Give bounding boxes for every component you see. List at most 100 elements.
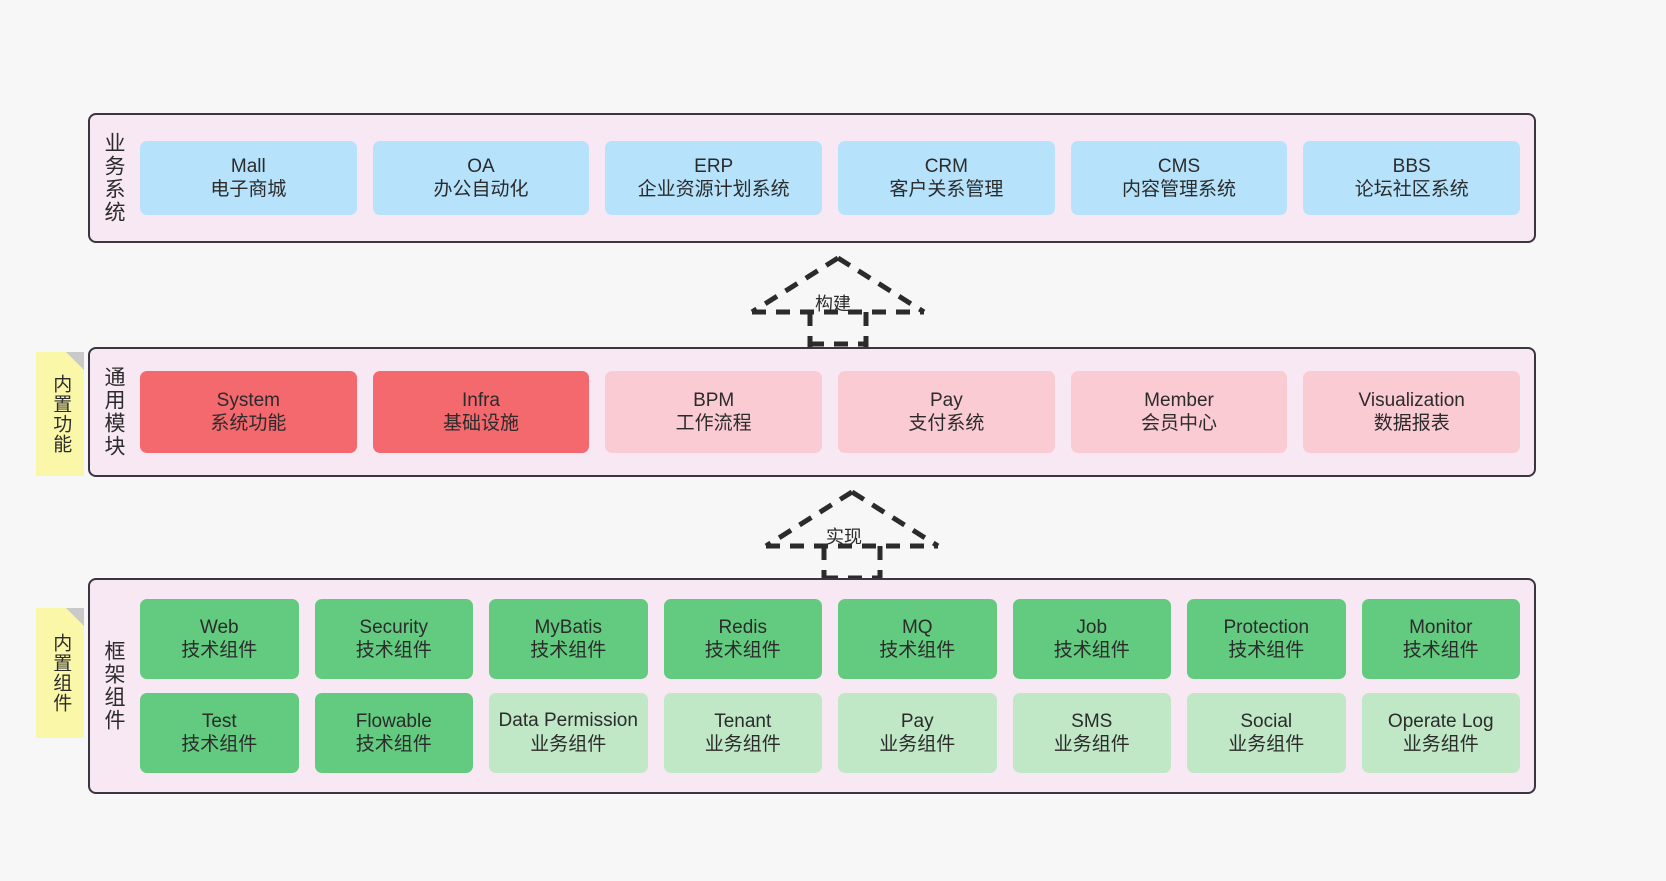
card-title: MQ: [901, 616, 933, 638]
card-title: BPM: [693, 389, 735, 411]
card-data-permission[interactable]: Data Permission 业务组件: [489, 693, 648, 773]
card-bpm[interactable]: BPM 工作流程: [605, 371, 823, 453]
card-subtitle: 业务组件: [1228, 734, 1305, 755]
card-monitor[interactable]: Monitor 技术组件: [1361, 599, 1520, 679]
card-subtitle: 业务组件: [1053, 734, 1130, 755]
card-title: Pay: [900, 710, 934, 732]
layer-title-framework-components: 框架组件: [102, 640, 126, 732]
card-subtitle: 业务组件: [530, 733, 607, 755]
card-title: Data Permission: [498, 710, 638, 732]
card-title: CRM: [924, 155, 968, 177]
card-subtitle: 工作流程: [675, 413, 752, 434]
card-social[interactable]: Social 业务组件: [1187, 693, 1346, 773]
card-protection[interactable]: Protection 技术组件: [1187, 599, 1346, 679]
card-tenant[interactable]: Tenant 业务组件: [663, 693, 822, 773]
card-subtitle: 技术组件: [1402, 640, 1479, 661]
card-subtitle: 支付系统: [908, 413, 985, 434]
card-title: Protection: [1223, 616, 1310, 638]
card-subtitle: 电子商城: [210, 179, 287, 200]
card-subtitle: 客户关系管理: [889, 179, 1004, 200]
card-title: Operate Log: [1387, 710, 1494, 732]
card-title: Test: [201, 710, 237, 732]
layer-body-business-systems: Mall 电子商城 OA 办公自动化 ERP 企业资源计划系统 CRM 客户关系…: [136, 115, 1534, 241]
layer-framework-components: 框架组件 Web 技术组件 Security 技术组件 MyBatis 技术组件…: [88, 578, 1536, 794]
card-subtitle: 论坛社区系统: [1354, 179, 1469, 200]
layer-business-systems: 业务系统 Mall 电子商城 OA 办公自动化 ERP 企业资源计划系统 CRM…: [88, 113, 1536, 243]
card-title: System: [216, 389, 281, 411]
card-operate-log[interactable]: Operate Log 业务组件: [1361, 693, 1520, 773]
card-subtitle: 技术组件: [181, 734, 258, 755]
card-oa[interactable]: OA 办公自动化: [372, 141, 590, 215]
card-sms[interactable]: SMS 业务组件: [1012, 693, 1171, 773]
card-test[interactable]: Test 技术组件: [140, 693, 299, 773]
card-row: Mall 电子商城 OA 办公自动化 ERP 企业资源计划系统 CRM 客户关系…: [140, 141, 1521, 215]
card-crm[interactable]: CRM 客户关系管理: [838, 141, 1055, 215]
card-security[interactable]: Security 技术组件: [314, 599, 473, 679]
card-job[interactable]: Job 技术组件: [1012, 599, 1171, 679]
card-row: System 系统功能 Infra 基础设施 BPM 工作流程 Pay 支付系统…: [140, 371, 1521, 453]
card-row-business: Test 技术组件 Flowable 技术组件 Data Permission …: [140, 693, 1520, 773]
card-mall[interactable]: Mall 电子商城: [140, 141, 357, 215]
card-title: CMS: [1157, 155, 1201, 177]
card-mq[interactable]: MQ 技术组件: [838, 599, 997, 679]
card-subtitle: 企业资源计划系统: [637, 179, 790, 200]
layer-common-modules: 通用模块 System 系统功能 Infra 基础设施 BPM 工作流程 Pay…: [88, 347, 1536, 477]
card-subtitle: 业务组件: [1402, 734, 1479, 755]
card-title: Infra: [461, 389, 501, 411]
card-erp[interactable]: ERP 企业资源计划系统: [605, 141, 823, 215]
connector-build-label: 构建: [815, 294, 851, 314]
card-pay-module[interactable]: Pay 支付系统: [838, 371, 1055, 453]
layer-title-common-modules: 通用模块: [102, 366, 126, 458]
card-title: Monitor: [1409, 616, 1473, 638]
card-title: MyBatis: [534, 616, 603, 638]
card-title: Flowable: [355, 710, 432, 732]
card-web[interactable]: Web 技术组件: [140, 599, 299, 679]
card-subtitle: 会员中心: [1141, 413, 1218, 434]
card-redis[interactable]: Redis 技术组件: [663, 599, 822, 679]
card-flowable[interactable]: Flowable 技术组件: [314, 693, 473, 773]
card-bbs[interactable]: BBS 论坛社区系统: [1303, 141, 1521, 215]
note-text: 内置组件: [50, 633, 72, 713]
card-title: Pay: [929, 389, 963, 411]
card-subtitle: 技术组件: [355, 640, 432, 661]
card-title: Visualization: [1358, 389, 1465, 411]
card-subtitle: 办公自动化: [433, 179, 529, 200]
card-subtitle: 业务组件: [704, 734, 781, 755]
card-subtitle: 内容管理系统: [1122, 179, 1237, 200]
layer-body-common-modules: System 系统功能 Infra 基础设施 BPM 工作流程 Pay 支付系统…: [136, 349, 1534, 475]
card-subtitle: 技术组件: [1228, 640, 1305, 661]
card-row-tech: Web 技术组件 Security 技术组件 MyBatis 技术组件 Redi…: [140, 599, 1520, 679]
card-title: Web: [199, 616, 239, 638]
card-title: Redis: [718, 616, 768, 638]
note-fold-corner-icon: [66, 352, 84, 370]
card-subtitle: 技术组件: [1053, 640, 1130, 661]
layer-body-framework-components: Web 技术组件 Security 技术组件 MyBatis 技术组件 Redi…: [136, 580, 1534, 792]
card-title: Job: [1076, 616, 1108, 638]
card-infra[interactable]: Infra 基础设施: [372, 371, 590, 453]
card-subtitle: 技术组件: [704, 640, 781, 661]
card-subtitle: 系统功能: [210, 413, 287, 434]
card-subtitle: 技术组件: [879, 640, 956, 661]
card-subtitle: 技术组件: [181, 640, 258, 661]
card-title: Security: [359, 616, 429, 638]
card-cms[interactable]: CMS 内容管理系统: [1070, 141, 1288, 215]
card-title: Social: [1240, 710, 1293, 732]
card-system[interactable]: System 系统功能: [140, 371, 357, 453]
card-pay-component[interactable]: Pay 业务组件: [838, 693, 997, 773]
card-member[interactable]: Member 会员中心: [1070, 371, 1288, 453]
card-subtitle: 数据报表: [1373, 413, 1450, 434]
layer-title-business-systems: 业务系统: [102, 132, 126, 224]
card-subtitle: 业务组件: [879, 734, 956, 755]
note-builtin-components: 内置组件: [36, 608, 84, 738]
card-visualization[interactable]: Visualization 数据报表: [1303, 371, 1521, 453]
note-builtin-features: 内置功能: [36, 352, 84, 476]
card-subtitle: 基础设施: [443, 413, 520, 434]
card-title: Member: [1144, 389, 1214, 411]
connector-build-arrow: [750, 255, 926, 347]
card-title: Tenant: [714, 710, 772, 732]
note-fold-corner-icon: [66, 608, 84, 626]
card-mybatis[interactable]: MyBatis 技术组件: [489, 599, 648, 679]
card-subtitle: 技术组件: [355, 734, 432, 755]
card-subtitle: 技术组件: [530, 640, 607, 661]
